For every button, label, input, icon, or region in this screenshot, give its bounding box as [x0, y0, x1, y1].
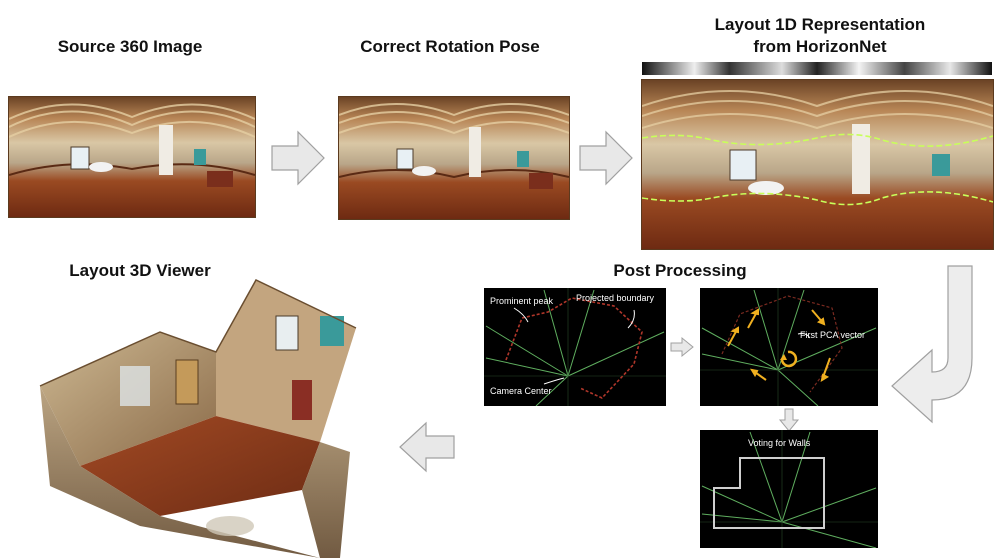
label-first-pca-vector: First PCA vector — [800, 330, 865, 340]
layout-3d-viewer — [20, 276, 380, 558]
postproc-panel-projection: Prominent peak Projected boundary Camera… — [484, 288, 666, 406]
layout-1d-corner-strip — [642, 62, 992, 75]
postproc-panel-voting: Voting for Walls — [700, 430, 878, 548]
arrow-postprocessing-to-3d — [399, 421, 455, 473]
label-voting-for-walls: Voting for Walls — [748, 438, 811, 448]
arrow-source-to-rotation — [271, 130, 325, 186]
arrow-layout1d-to-postprocessing — [891, 265, 973, 424]
arrow-projection-to-pca — [670, 336, 694, 358]
arrow-rotation-to-layout1d — [579, 130, 633, 186]
label-projected-boundary: Projected boundary — [576, 293, 655, 303]
title-layout-1d-line1: Layout 1D Representation — [714, 15, 926, 34]
label-camera-center: Camera Center — [490, 386, 552, 396]
title-source-360-image: Source 360 Image — [57, 37, 203, 56]
title-layout-3d-viewer: Layout 3D Viewer — [69, 261, 211, 280]
source-360-image — [8, 96, 256, 218]
title-correct-rotation-pose: Correct Rotation Pose — [360, 37, 540, 56]
title-layout-1d-line2: from HorizonNet — [753, 37, 887, 56]
arrow-pca-to-voting — [778, 408, 800, 432]
layout-1d-panorama — [641, 79, 994, 250]
title-post-processing: Post Processing — [613, 261, 747, 280]
postproc-panel-pca: First PCA vector — [700, 288, 878, 406]
rotation-corrected-panorama — [338, 96, 570, 220]
label-prominent-peak: Prominent peak — [490, 296, 554, 306]
